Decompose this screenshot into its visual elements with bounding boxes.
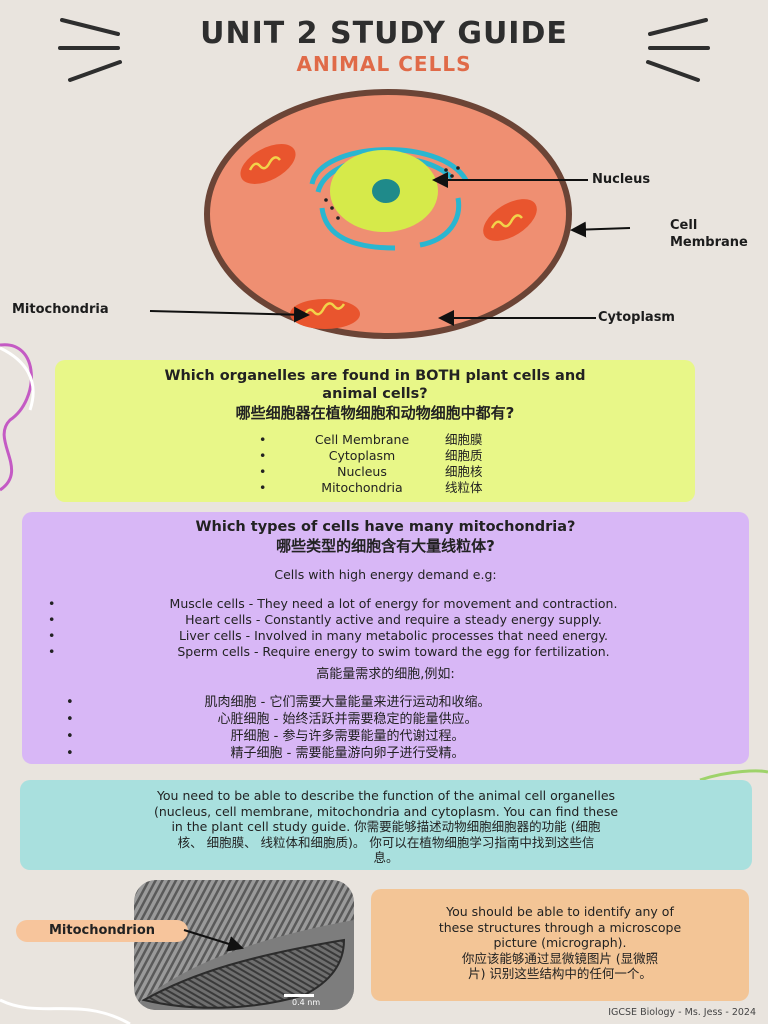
shared-question-en-2: animal cells? — [322, 386, 428, 402]
list-item: •心脏细胞 - 始终活跃并需要稳定的能量供应。 — [66, 712, 478, 727]
mitochondrion-shape — [483, 199, 537, 241]
shared-organelles-box: Which organelles are found in BOTH plant… — [55, 360, 695, 502]
label-membrane: Membrane — [670, 235, 748, 250]
micrograph-scale: 0.4 nm — [292, 998, 320, 1007]
shared-question-en-1: Which organelles are found in BOTH plant… — [164, 368, 586, 384]
function-line-4: 核、 细胞膜、 线粒体和细胞质)。 你可以在植物细胞学习指南中找到这些信 — [177, 834, 595, 850]
identify-line-4: 你应该能够通过显微镜图片 (显微照 — [461, 950, 659, 966]
footer-credit: IGCSE Biology - Ms. Jess - 2024 — [608, 1007, 756, 1018]
list-item: •肌肉细胞 - 它们需要大量能量来进行运动和收缩。 — [66, 695, 491, 710]
micrograph-arrow — [183, 929, 244, 952]
mito-list-en: •Muscle cells - They need a lot of energ… — [48, 596, 739, 660]
mitochondria-cells-box: Which types of cells have many mitochond… — [22, 512, 749, 764]
identify-note-box: You should be able to identify any of th… — [371, 889, 749, 1001]
label-cell: Cell — [670, 218, 698, 233]
list-item: •Muscle cells - They need a lot of energ… — [48, 596, 618, 611]
function-line-3: in the plant cell study guide. 你需要能够描述动物… — [171, 819, 601, 834]
function-line-1: You need to be able to describe the func… — [156, 788, 616, 803]
function-line-5: 息。 — [373, 850, 399, 865]
title-burst-lines — [58, 18, 710, 82]
list-item: •Heart cells - Constantly active and req… — [48, 612, 602, 627]
animal-cell-diagram — [149, 89, 631, 339]
list-item: •Sperm cells - Require energy to swim to… — [48, 644, 610, 659]
identify-line-2: these structures through a microscope — [438, 919, 682, 935]
mitochondrion-micrograph: 0.4 nm — [134, 880, 354, 1010]
shared-question-zh: 哪些细胞器在植物细胞和动物细胞中都有? — [235, 404, 515, 422]
identify-line-1: You should be able to identify any of — [446, 904, 674, 919]
nucleolus-shape — [372, 179, 400, 203]
mitochondrion-shape — [240, 144, 296, 184]
label-nucleus: Nucleus — [592, 172, 651, 187]
list-item: •精子细胞 - 需要能量游向卵子进行受精。 — [66, 746, 465, 761]
page-title: UNIT 2 STUDY GUIDE — [200, 16, 568, 51]
label-mitochondria: Mitochondria — [12, 302, 109, 317]
mito-intro-zh: 高能量需求的细胞,例如: — [316, 667, 455, 682]
mitochondrion-label: Mitochondrion — [16, 920, 188, 942]
function-line-2: (nucleus, cell membrane, mitochondria an… — [153, 803, 619, 819]
list-item: •Liver cells - Involved in many metaboli… — [48, 628, 609, 643]
mito-question-en: Which types of cells have many mitochond… — [195, 519, 576, 535]
function-note-box: You need to be able to describe the func… — [20, 780, 752, 870]
mito-list-zh: •肌肉细胞 - 它们需要大量能量来进行运动和收缩。 •心脏细胞 - 始终活跃并需… — [66, 694, 629, 762]
mito-question-zh: 哪些类型的细胞含有大量线粒体? — [276, 537, 495, 555]
identify-line-3: picture (micrograph). — [493, 935, 627, 950]
page-subtitle: ANIMAL CELLS — [296, 52, 472, 76]
identify-line-5: 片) 识别这些结构中的任何一个。 — [468, 966, 652, 981]
label-cytoplasm: Cytoplasm — [598, 310, 675, 325]
list-item: •肝细胞 - 参与许多需要能量的代谢过程。 — [66, 729, 465, 744]
mito-intro-en: Cells with high energy demand e.g: — [274, 567, 497, 582]
